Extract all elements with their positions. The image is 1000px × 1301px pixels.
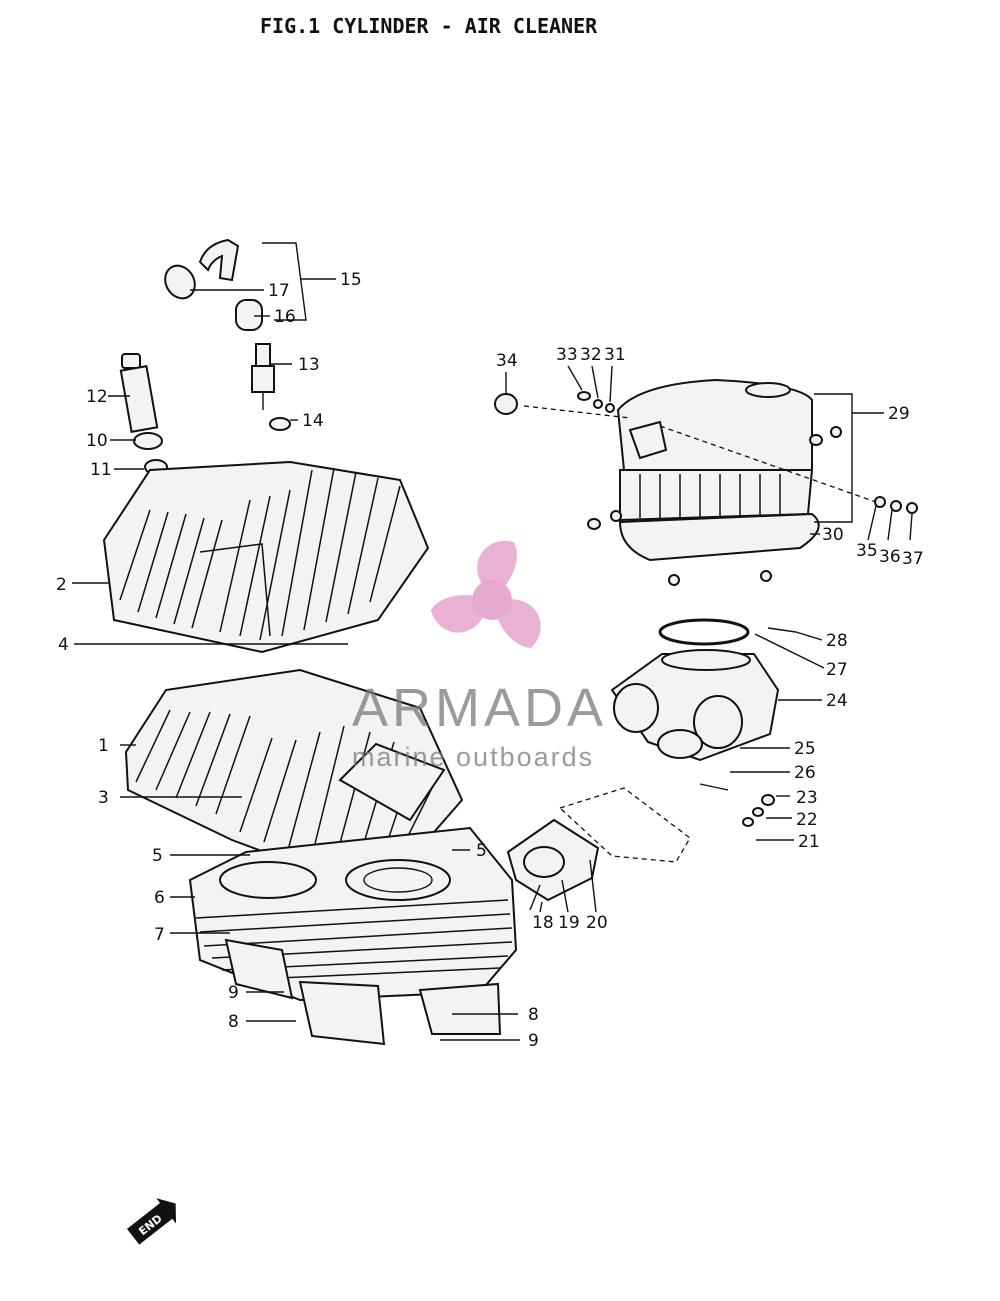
- cylinder-block: [188, 826, 518, 1046]
- callout-15: 15: [340, 270, 362, 290]
- callout-3: 3: [98, 788, 109, 808]
- callout-16: 16: [274, 307, 296, 327]
- callout-8a: 8: [228, 1012, 239, 1032]
- callout-35: 35: [856, 541, 878, 561]
- intake-manifold-gasket: [558, 787, 691, 863]
- callout-18: 18: [532, 913, 554, 933]
- callout-1: 1: [98, 736, 109, 756]
- callout-20: 20: [586, 913, 608, 933]
- callout-31: 31: [604, 345, 626, 365]
- callout-33: 33: [556, 345, 578, 365]
- cylinder-head-upper: [102, 460, 430, 654]
- callout-28: 28: [826, 631, 848, 651]
- callout-32: 32: [580, 345, 602, 365]
- callout-13: 13: [298, 355, 320, 375]
- air-intake-pipe: [610, 649, 780, 762]
- callout-17: 17: [268, 281, 290, 301]
- callout-29: 29: [888, 404, 910, 424]
- callout-26: 26: [794, 763, 816, 783]
- hose-clamp: [658, 618, 797, 646]
- propeller-logo-icon: [430, 540, 541, 649]
- callout-5b: 5: [476, 841, 487, 861]
- callout-25: 25: [794, 739, 816, 759]
- callout-37: 37: [902, 549, 924, 569]
- callout-4: 4: [58, 635, 69, 655]
- leader-lines: [72, 242, 913, 1041]
- spark-plug: [251, 343, 291, 431]
- intake-manifold-flange: [506, 818, 600, 911]
- plug-cap-assembly: [164, 238, 263, 331]
- callout-21: 21: [798, 832, 820, 852]
- callout-10: 10: [86, 431, 108, 451]
- cylinder-head-lower: [124, 668, 464, 868]
- callout-8b: 8: [528, 1005, 539, 1025]
- callout-9a: 9: [228, 983, 239, 1003]
- armada-watermark: ARMADA marine outboards: [352, 540, 607, 772]
- callout-numbers: 1 2 3 4 5 5 6 7 8 8 9 9 10 11 12 13 14 1…: [56, 270, 924, 1051]
- callout-6: 6: [154, 888, 165, 908]
- callout-22: 22: [796, 810, 818, 830]
- callout-19: 19: [558, 913, 580, 933]
- callout-36: 36: [879, 547, 901, 567]
- figure-title: FIG.1 CYLINDER - AIR CLEANER: [260, 14, 598, 38]
- watermark-tagline: marine outboards: [352, 742, 594, 772]
- callout-5a: 5: [152, 846, 163, 866]
- callout-27: 27: [826, 660, 848, 680]
- air-cleaner-bolts: [494, 391, 918, 586]
- callout-12: 12: [86, 387, 108, 407]
- callout-30: 30: [822, 525, 844, 545]
- end-marker-arrow: END: [126, 1198, 177, 1245]
- callout-14: 14: [302, 411, 324, 431]
- callout-24: 24: [826, 691, 848, 711]
- callout-11: 11: [90, 460, 112, 480]
- callout-9b: 9: [528, 1031, 539, 1051]
- small-hardware: [699, 783, 775, 827]
- head-stud-bolt: [119, 353, 168, 475]
- callout-34: 34: [496, 351, 518, 371]
- callout-2: 2: [56, 575, 67, 595]
- callout-23: 23: [796, 788, 818, 808]
- watermark-brand: ARMADA: [352, 678, 607, 738]
- callout-7: 7: [154, 925, 165, 945]
- air-cleaner-case: [616, 378, 820, 562]
